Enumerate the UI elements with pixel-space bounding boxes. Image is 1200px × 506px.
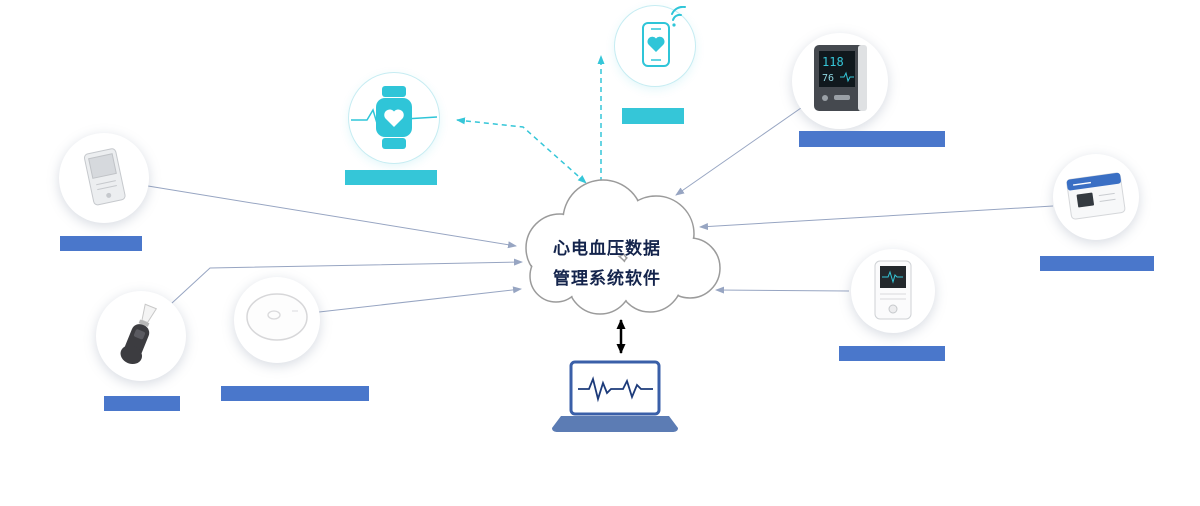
connector-watch-cloud-dashed bbox=[456, 117, 587, 184]
connector-monitor-cloud bbox=[675, 107, 802, 196]
smartwatch-ecg-icon bbox=[351, 86, 438, 149]
lower-right-device-node bbox=[851, 249, 935, 333]
connector-rounddevice-cloud bbox=[318, 286, 522, 313]
cloud-title-line1: 心电血压数据 bbox=[553, 239, 661, 258]
cloud-system: 心电血压数据 管理系统软件 bbox=[508, 176, 732, 324]
round-patch-device-icon bbox=[246, 293, 308, 341]
right-device-node bbox=[1053, 154, 1139, 240]
connector-lowrightdevice-cloud bbox=[715, 286, 850, 294]
round-device-node bbox=[234, 277, 320, 363]
lower-right-device-label-block bbox=[839, 346, 945, 361]
cloud-title-line2: 管理系统软件 bbox=[553, 269, 661, 288]
handheld-probe-device-icon bbox=[120, 303, 158, 365]
right-device-label-block bbox=[1040, 256, 1154, 271]
monitor-node: 118 76 bbox=[792, 33, 888, 129]
laptop-node bbox=[545, 358, 685, 438]
left-device-label-block bbox=[60, 236, 142, 251]
monitor-label-block bbox=[799, 131, 945, 147]
cloud-shape bbox=[525, 179, 721, 315]
left-device-node bbox=[59, 133, 149, 223]
ecg-recorder-device-icon bbox=[83, 148, 126, 206]
ear-device-label-block bbox=[104, 396, 180, 411]
telemetry-device-icon bbox=[874, 260, 912, 320]
svg-text:118: 118 bbox=[822, 55, 844, 69]
patient-monitor-device-icon: 118 76 bbox=[814, 45, 867, 111]
round-device-label-block bbox=[221, 386, 369, 401]
watch-node bbox=[349, 73, 439, 163]
phone-label-block bbox=[622, 108, 684, 124]
phone-node bbox=[615, 6, 695, 86]
watch-label-block bbox=[345, 170, 437, 185]
connector-eardevice-cloud bbox=[171, 258, 523, 304]
laptop-ecg-icon bbox=[552, 360, 678, 432]
connector-rightdevice-cloud bbox=[699, 205, 1054, 231]
bp-module-device-icon bbox=[1066, 172, 1126, 220]
ear-device-node bbox=[96, 291, 186, 381]
connector-leftdevice-cloud bbox=[147, 185, 517, 249]
svg-text:76: 76 bbox=[822, 73, 834, 84]
smartphone-heart-wifi-icon bbox=[642, 6, 686, 67]
